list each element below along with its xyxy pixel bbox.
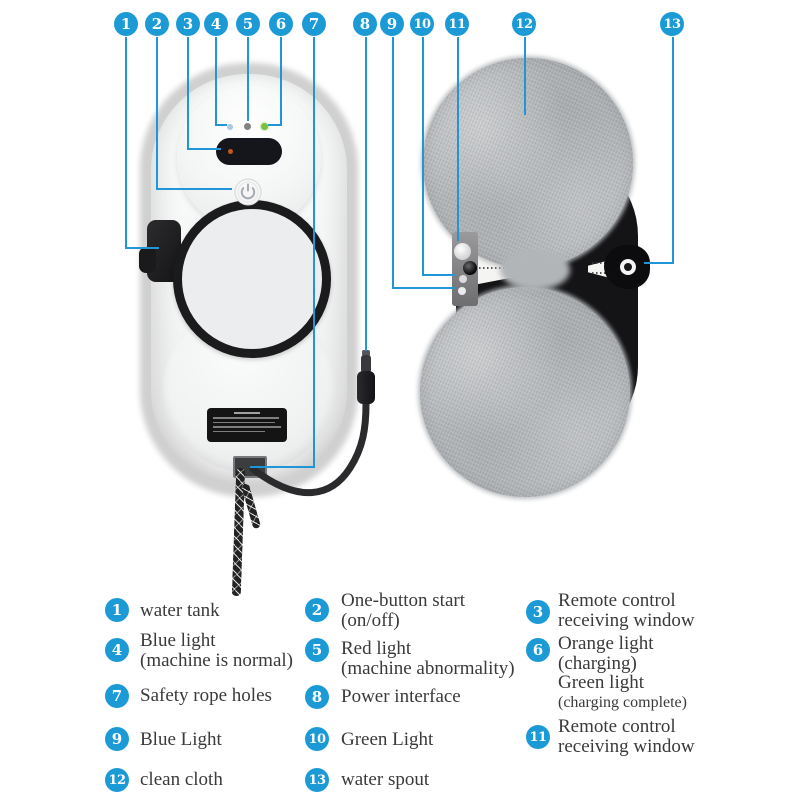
warning-label (207, 408, 287, 442)
callout-line (422, 274, 455, 276)
callout-badge-2: 2 (145, 12, 169, 36)
legend-badge-1: 1 (105, 598, 129, 622)
blue-light-led (227, 124, 233, 130)
legend-item-blue-light: Blue light (machine is normal) (140, 630, 294, 671)
callout-line (268, 124, 280, 126)
legend-badge-3: 3 (526, 600, 550, 624)
blue-light-back-led (458, 287, 466, 295)
legend-badge-4: 4 (105, 638, 129, 662)
callout-line (524, 37, 526, 115)
callout-line (392, 287, 456, 289)
power-icon (234, 178, 262, 206)
callout-badge-5: 5 (236, 12, 260, 36)
red-light-led (244, 123, 251, 130)
green-light-back-led (459, 275, 467, 283)
callout-line (187, 37, 189, 150)
callout-line (365, 37, 367, 351)
legend-badge-7: 7 (105, 684, 129, 708)
callout-line (156, 37, 158, 190)
label-micro-text (592, 272, 614, 274)
legend-item-power-interface: Power interface (341, 686, 461, 707)
legend-badge-2: 2 (305, 598, 329, 622)
legend-badge-13: 13 (305, 768, 329, 792)
callout-badge-3: 3 (176, 12, 200, 36)
power-connector-neck (361, 355, 371, 373)
legend-item-green-light-back: Green Light (341, 729, 434, 750)
water-spout-hole (624, 263, 632, 271)
callout-badge-9: 9 (380, 12, 404, 36)
callout-line (250, 466, 315, 468)
indicator-dot-icon (228, 149, 233, 154)
callout-line (313, 37, 315, 468)
remote-receiving-window-front (216, 138, 282, 165)
callout-line (187, 148, 221, 150)
callout-badge-12: 12 (512, 12, 536, 36)
callout-line (672, 37, 674, 264)
legend-badge-9: 9 (105, 727, 129, 751)
legend-item-clean-cloth: clean cloth (140, 769, 223, 790)
green-light-led (261, 123, 268, 130)
callout-line (644, 262, 674, 264)
legend-item-blue-light-back: Blue Light (140, 729, 222, 750)
callout-badge-13: 13 (660, 12, 684, 36)
legend-badge-12: 12 (105, 768, 129, 792)
legend-badge-8: 8 (305, 685, 329, 709)
callout-badge-6: 6 (269, 12, 293, 36)
callout-badge-4: 4 (204, 12, 228, 36)
legend-item-remote-window: Remote control receiving window (558, 590, 695, 631)
power-connector-tip (362, 350, 370, 356)
legend-badge-11: 11 (526, 725, 550, 749)
legend-item-remote-window-back: Remote control receiving window (558, 716, 695, 757)
callout-line (247, 37, 249, 121)
callout-badge-11: 11 (445, 12, 469, 36)
callout-badge-10: 10 (410, 12, 434, 36)
callout-line (215, 37, 217, 126)
callout-line (392, 37, 394, 289)
callout-badge-1: 1 (114, 12, 138, 36)
legend-item-orange-green-light: Orange light (charging) Green light (cha… (558, 633, 687, 711)
callout-line (125, 247, 159, 249)
remote-receiving-window-back (454, 243, 471, 260)
legend-item-water-spout: water spout (341, 769, 430, 790)
back-socket-hole (463, 261, 477, 275)
cleaning-ring (173, 200, 331, 358)
power-button (234, 178, 262, 211)
callout-line (457, 37, 459, 241)
cloth-fuzz-center (500, 250, 570, 290)
legend-item-one-button-start: One-button start (on/off) (341, 590, 466, 631)
label-micro-text (592, 262, 614, 264)
power-connector (357, 371, 375, 404)
callout-line (125, 37, 127, 249)
legend-badge-10: 10 (305, 727, 329, 751)
legend-item-safety-rope-holes: Safety rope holes (140, 685, 272, 706)
legend-item-water-tank: water tank (140, 600, 220, 621)
clean-cloth-pad-bottom (420, 287, 630, 497)
callout-line (156, 188, 232, 190)
legend-badge-5: 5 (305, 638, 329, 662)
callout-badge-7: 7 (302, 12, 326, 36)
legend-badge-6: 6 (526, 638, 550, 662)
callout-badge-8: 8 (353, 12, 377, 36)
water-tank-nozzle (139, 247, 156, 273)
callout-line (215, 124, 227, 126)
callout-line (422, 37, 424, 276)
callout-line (280, 37, 282, 126)
legend-item-red-light: Red light (machine abnormality) (341, 638, 515, 679)
